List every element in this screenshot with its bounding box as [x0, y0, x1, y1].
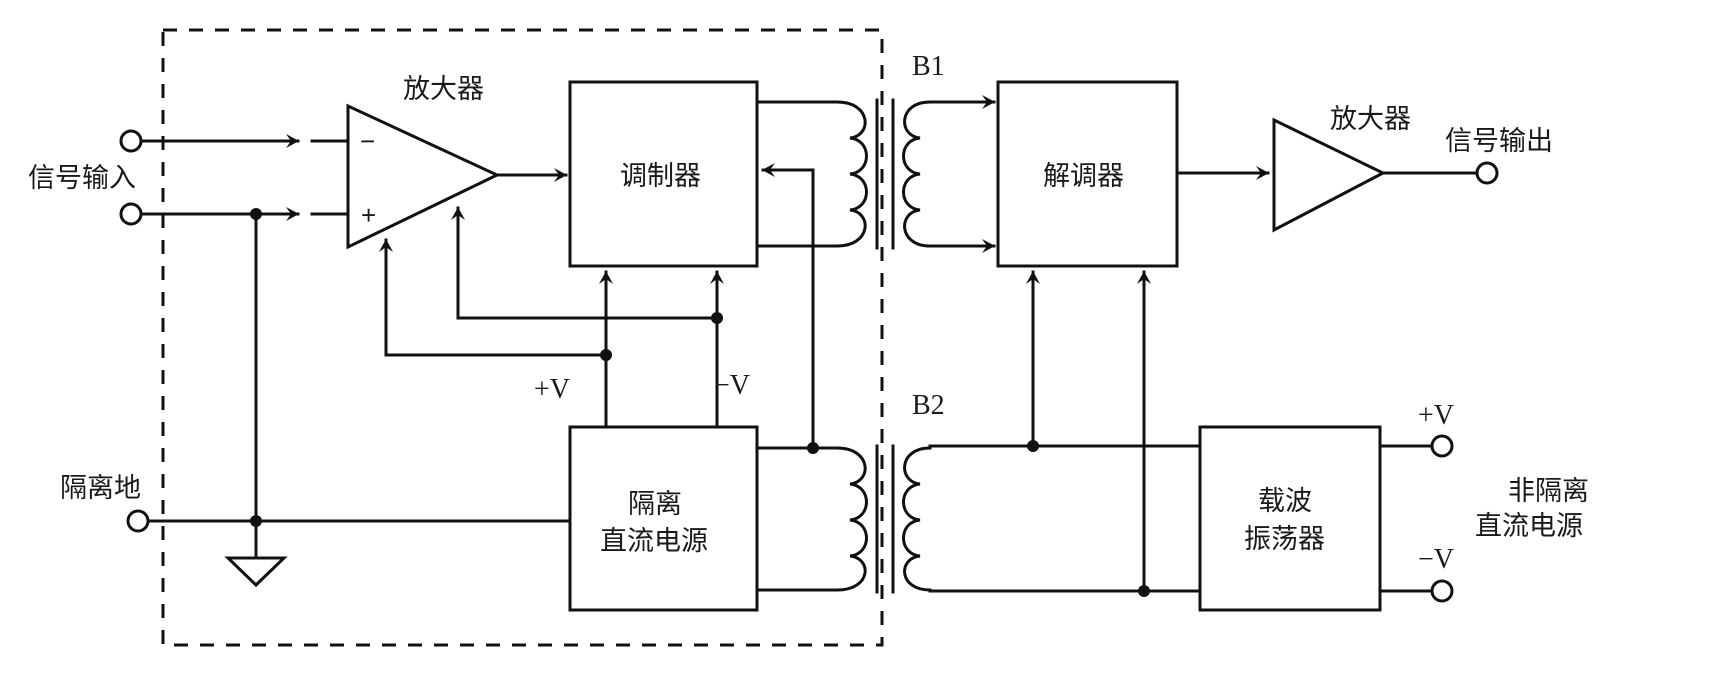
demodulator-block	[996, 80, 1179, 268]
signal-input-terminal-plus[interactable]	[119, 202, 143, 226]
wire-minusv-to-opamp	[451, 206, 719, 320]
junction-dot	[250, 515, 262, 527]
demodulator-label: 解调器	[1043, 161, 1124, 192]
junction-dot	[711, 312, 723, 324]
junction-dot	[807, 442, 819, 454]
carrier-oscillator-label-2: 振荡器	[1244, 524, 1325, 555]
junction-dot	[600, 349, 612, 361]
transformer-b2-secondary-coil	[902, 446, 932, 592]
non-isolated-supply-label-2: 直流电源	[1475, 511, 1583, 542]
signal-output-label: 信号输出	[1445, 126, 1553, 157]
transformer-b2-label: B2	[912, 390, 945, 421]
transformer-b1-label: B1	[912, 51, 945, 82]
signal-output-terminal[interactable]	[1475, 161, 1499, 185]
plus-v-label: +V	[534, 374, 570, 405]
transformer-b2-primary-coil	[835, 446, 868, 592]
signal-input-terminal-minus[interactable]	[119, 129, 143, 153]
output-amplifier-label: 放大器	[1330, 104, 1411, 135]
isolated-dc-supply-block	[568, 425, 759, 612]
transformer-b1-primary-coil	[835, 100, 868, 248]
non-isolated-supply-label-1: 非隔离	[1508, 476, 1589, 507]
isolated-ground-terminal[interactable]	[126, 509, 150, 533]
modulator-label: 调制器	[620, 161, 701, 192]
input-amplifier-label: 放大器	[403, 74, 484, 105]
transformer-b1-secondary-coil	[902, 100, 932, 248]
isolated-dc-supply-label-2: 直流电源	[600, 526, 708, 557]
wire-b2-to-modulator	[761, 163, 815, 450]
supply-minus-terminal[interactable]	[1430, 579, 1454, 603]
ground-symbol-icon	[224, 556, 288, 588]
carrier-oscillator-block	[1198, 425, 1382, 612]
right-plus-v-label: +V	[1418, 400, 1454, 431]
junction-dot	[1027, 440, 1039, 452]
isolated-ground-label: 隔离地	[60, 473, 141, 504]
input-amplifier	[346, 103, 501, 250]
supply-plus-terminal[interactable]	[1430, 434, 1454, 458]
isolation-boundary	[161, 28, 884, 647]
modulator-block	[568, 80, 759, 268]
carrier-oscillator-label-1: 载波	[1258, 486, 1312, 517]
signal-input-label: 信号输入	[28, 163, 136, 194]
minus-v-label: −V	[714, 370, 750, 401]
isolated-dc-supply-label-1: 隔离	[628, 489, 682, 520]
junction-dot	[1138, 585, 1150, 597]
wire-plusv-to-opamp	[379, 238, 608, 357]
opamp-minus-sign: −	[360, 126, 375, 156]
opamp-plus-sign: +	[361, 200, 376, 230]
right-minus-v-label: −V	[1418, 544, 1454, 575]
output-amplifier	[1272, 117, 1387, 233]
